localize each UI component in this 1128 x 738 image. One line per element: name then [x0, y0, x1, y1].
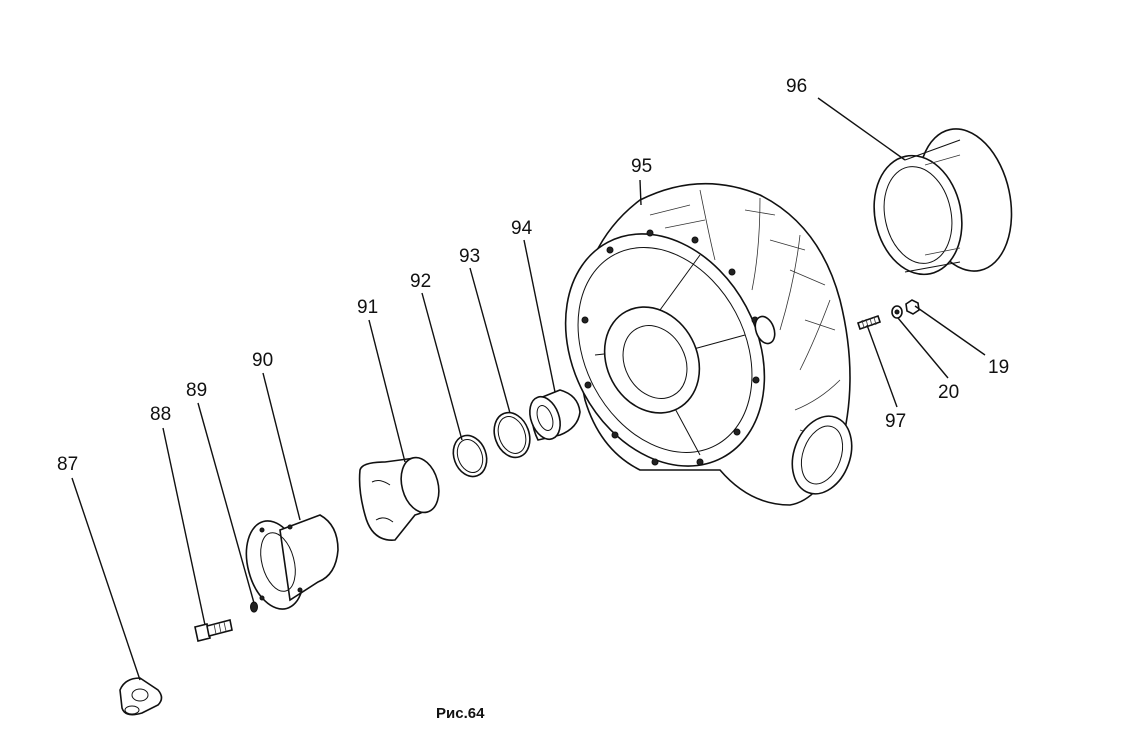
callout-89: 89 [186, 380, 207, 401]
part-19-nut [905, 299, 920, 315]
leader-91 [368, 319, 406, 463]
callout-95: 95 [631, 156, 652, 177]
part-93-o-ring [493, 411, 531, 459]
callout-88: 88 [150, 404, 171, 425]
leader-90 [262, 372, 301, 521]
callout-19: 19 [988, 357, 1009, 378]
part-20-washer [891, 305, 903, 319]
part-89-washer [250, 601, 258, 613]
leader-97 [866, 324, 898, 408]
callout-94: 94 [511, 218, 533, 239]
leader-89 [197, 402, 255, 604]
part-96-cover [873, 128, 1013, 276]
callout-87: 87 [57, 454, 78, 475]
part-90-flange-housing [245, 514, 339, 610]
part-97-stud [856, 314, 882, 331]
leader-20 [897, 317, 949, 379]
part-87-elbow [119, 677, 163, 716]
part-94-bushing [529, 389, 581, 441]
callout-92: 92 [410, 271, 431, 292]
callout-20: 20 [938, 382, 959, 403]
callout-97: 97 [885, 411, 906, 432]
callout-93: 93 [459, 246, 480, 267]
leader-19 [914, 305, 986, 356]
part-91-cone [358, 456, 440, 541]
leader-88 [162, 427, 206, 626]
callout-labels: 87 88 89 90 91 92 93 94 95 96 97 20 19 [57, 76, 1009, 475]
leader-87 [71, 477, 141, 681]
leader-96 [817, 97, 906, 161]
leader-95 [639, 179, 642, 206]
callout-90: 90 [252, 350, 273, 371]
part-92-o-ring [452, 434, 488, 478]
part-88-bolt [194, 619, 233, 642]
callout-96: 96 [786, 76, 807, 97]
leader-92 [421, 292, 463, 441]
part-95-housing [564, 182, 853, 506]
leader-93 [469, 267, 511, 414]
leader-94 [523, 239, 556, 393]
callout-91: 91 [357, 297, 378, 318]
figure-caption: Рис.64 [436, 705, 485, 722]
leader-lines [71, 97, 986, 681]
